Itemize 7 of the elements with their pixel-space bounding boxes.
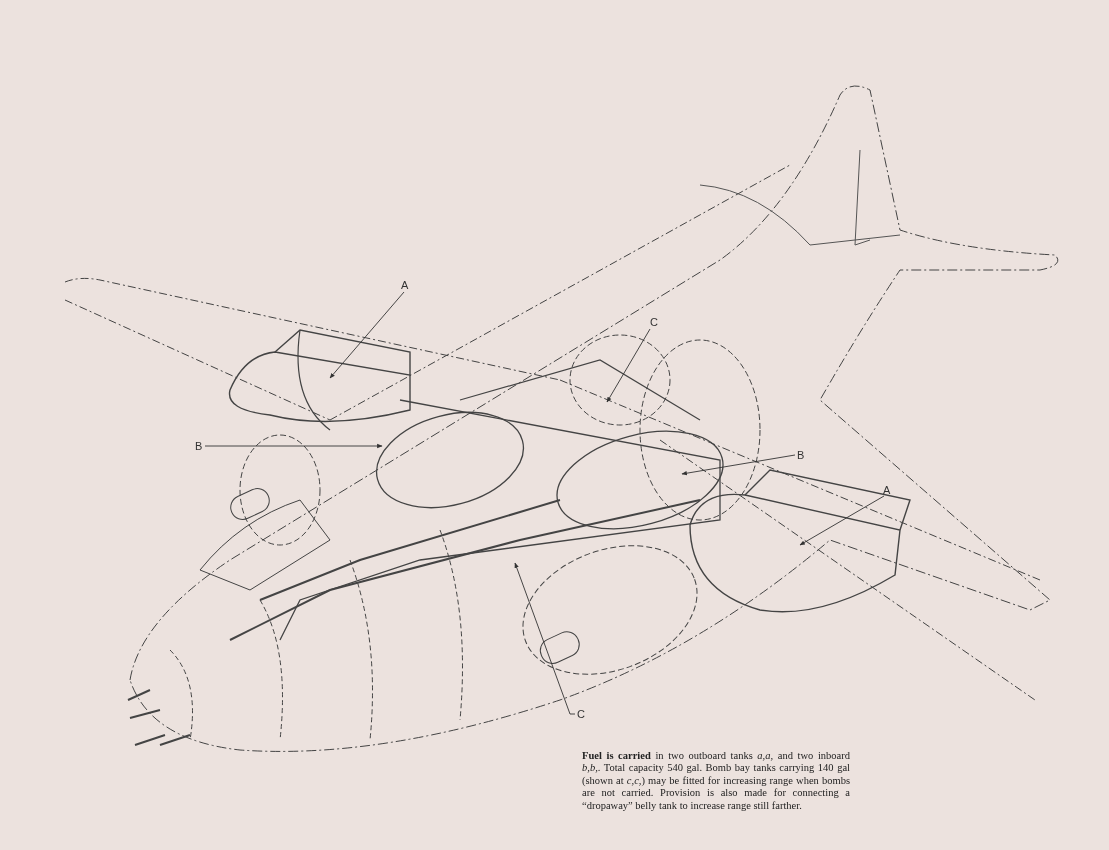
callout-letter: A (882, 484, 892, 496)
callout-letter: C (649, 316, 659, 328)
caption: Fuel is carried in two outboard tanks a,a, and two inboard b,b,. Total capacity 540 gal. Bomb bay tanks carrying 140 gal (shown at c,c,) may be fitted for increasing range when bombs are not carried. Provision is also made for connecting a “dropaway” belly tank to increase range still farther. (582, 750, 850, 813)
callout-letter: A (400, 279, 410, 291)
callout-letter: C (576, 708, 586, 720)
callout-letter: B (796, 449, 806, 461)
callout-letter: B (194, 440, 204, 452)
